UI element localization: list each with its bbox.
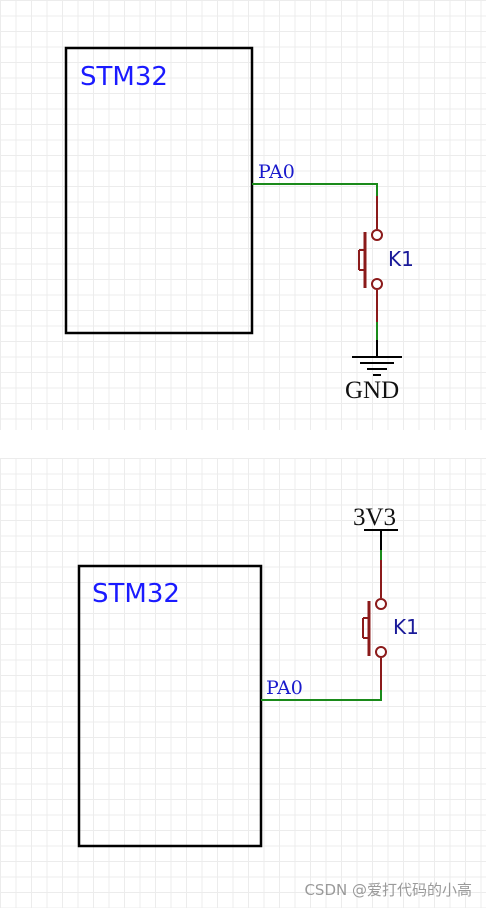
circuit-pulldown-diagram: STM32 PA0 K1 GND xyxy=(64,46,414,404)
stm32-chip-box xyxy=(64,46,254,335)
ground-symbol xyxy=(352,356,402,376)
pa0-pin-label: PA0 xyxy=(258,161,295,183)
circuit-pulldown-panel: STM32 PA0 K1 GND xyxy=(0,0,486,430)
pa0-wire xyxy=(261,690,382,701)
switch-k1-label: K1 xyxy=(393,615,419,639)
3v3-label: 3V3 xyxy=(353,504,396,531)
pa0-wire xyxy=(252,183,378,196)
stm32-chip-box xyxy=(77,564,263,848)
gnd-label: GND xyxy=(345,377,399,404)
push-button-switch-k1 xyxy=(362,560,387,690)
stm32-chip-label: STM32 xyxy=(92,579,180,609)
circuit-pullup-diagram: STM32 3V3 K1 PA0 xyxy=(77,504,419,848)
stm32-chip-label: STM32 xyxy=(80,62,168,92)
pa0-pin-label: PA0 xyxy=(266,677,303,699)
watermark: CSDN @爱打代码的小高 xyxy=(304,881,472,899)
switch-k1-label: K1 xyxy=(388,247,414,271)
push-button-switch-k1 xyxy=(358,196,383,322)
circuit-pullup-panel: STM32 3V3 K1 PA0 xyxy=(0,458,486,908)
